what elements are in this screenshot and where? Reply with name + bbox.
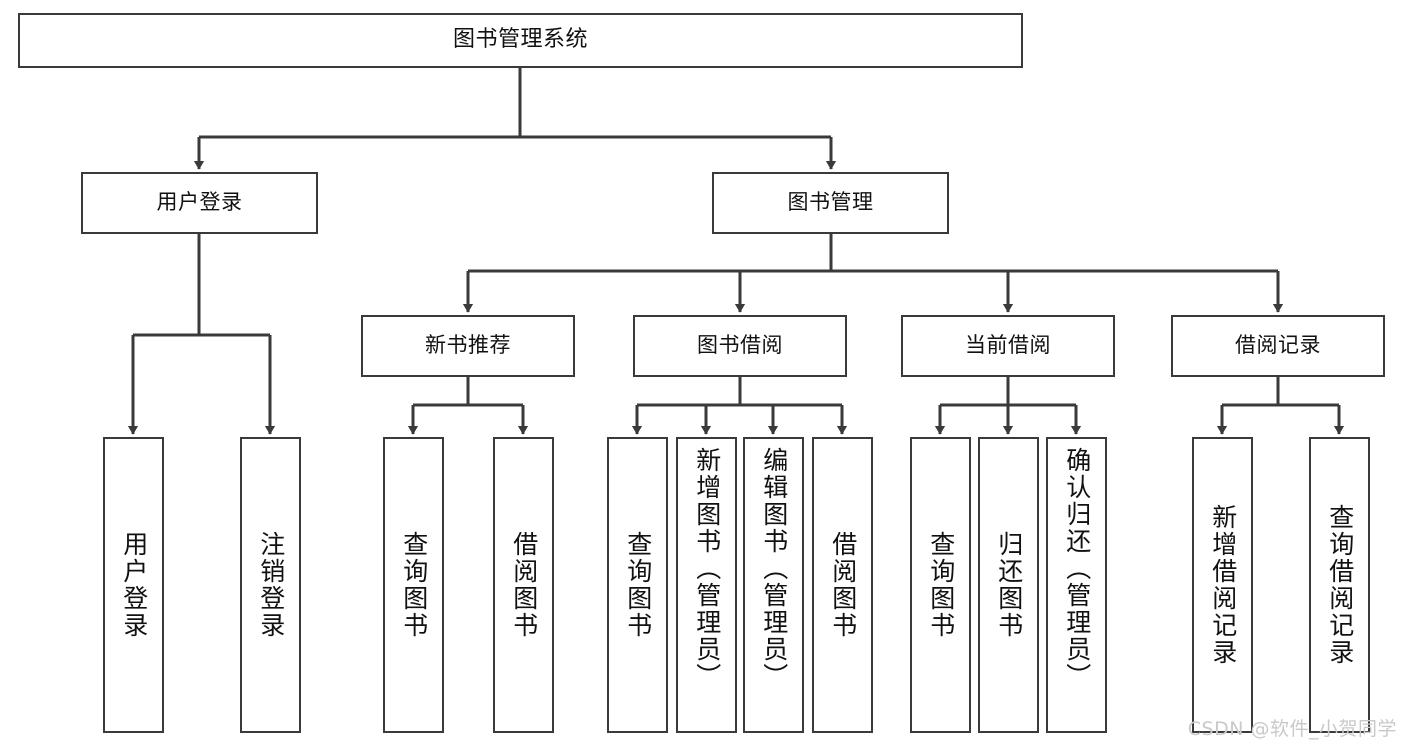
node-label: 确认归还（管理员）	[1062, 447, 1092, 690]
node-label: 借阅图书	[828, 531, 858, 639]
leaf-confirm-return-admin[interactable]: 确认归还（管理员）	[1046, 437, 1107, 733]
node-current-borrow[interactable]: 当前借阅	[901, 315, 1115, 377]
node-new-book-recommend[interactable]: 新书推荐	[361, 315, 575, 377]
node-borrow-records[interactable]: 借阅记录	[1171, 315, 1385, 377]
node-user-login[interactable]: 用户登录	[81, 172, 318, 234]
leaf-borrow-book-recommend[interactable]: 借阅图书	[493, 437, 554, 733]
node-book-management[interactable]: 图书管理	[712, 172, 949, 234]
watermark-text: CSDN @软件_小贺同学	[1187, 718, 1397, 740]
leaf-add-borrow-record[interactable]: 新增借阅记录	[1192, 437, 1253, 733]
node-label: 图书借阅	[697, 333, 783, 358]
leaf-query-book-recommend[interactable]: 查询图书	[383, 437, 444, 733]
node-label: 新书推荐	[425, 333, 511, 358]
node-root-system[interactable]: 图书管理系统	[18, 13, 1023, 68]
node-label: 借阅图书	[509, 531, 539, 639]
node-label: 用户登录	[156, 190, 243, 215]
node-label: 新增图书（管理员）	[692, 447, 722, 690]
node-label: 新增借阅记录	[1208, 504, 1238, 666]
leaf-add-book-admin[interactable]: 新增图书（管理员）	[676, 437, 737, 733]
node-label: 归还图书	[994, 531, 1024, 639]
leaf-borrow-book[interactable]: 借阅图书	[812, 437, 873, 733]
node-label: 注销登录	[256, 531, 286, 639]
leaf-query-book-current[interactable]: 查询图书	[910, 437, 971, 733]
node-label: 用户登录	[119, 531, 149, 639]
node-label: 图书管理	[787, 190, 874, 215]
leaf-query-book-borrow[interactable]: 查询图书	[607, 437, 668, 733]
node-book-borrow[interactable]: 图书借阅	[633, 315, 847, 377]
node-label: 查询图书	[926, 531, 956, 639]
node-label: 编辑图书（管理员）	[759, 447, 789, 690]
leaf-edit-book-admin[interactable]: 编辑图书（管理员）	[743, 437, 804, 733]
node-label: 查询图书	[623, 531, 653, 639]
leaf-logout[interactable]: 注销登录	[240, 437, 301, 733]
leaf-return-book[interactable]: 归还图书	[978, 437, 1039, 733]
node-label: 查询图书	[399, 531, 429, 639]
leaf-user-login[interactable]: 用户登录	[103, 437, 164, 733]
node-label: 图书管理系统	[452, 27, 588, 53]
node-label: 查询借阅记录	[1325, 504, 1355, 666]
leaf-query-borrow-record[interactable]: 查询借阅记录	[1309, 437, 1370, 733]
node-label: 当前借阅	[965, 333, 1051, 358]
node-label: 借阅记录	[1235, 333, 1321, 358]
